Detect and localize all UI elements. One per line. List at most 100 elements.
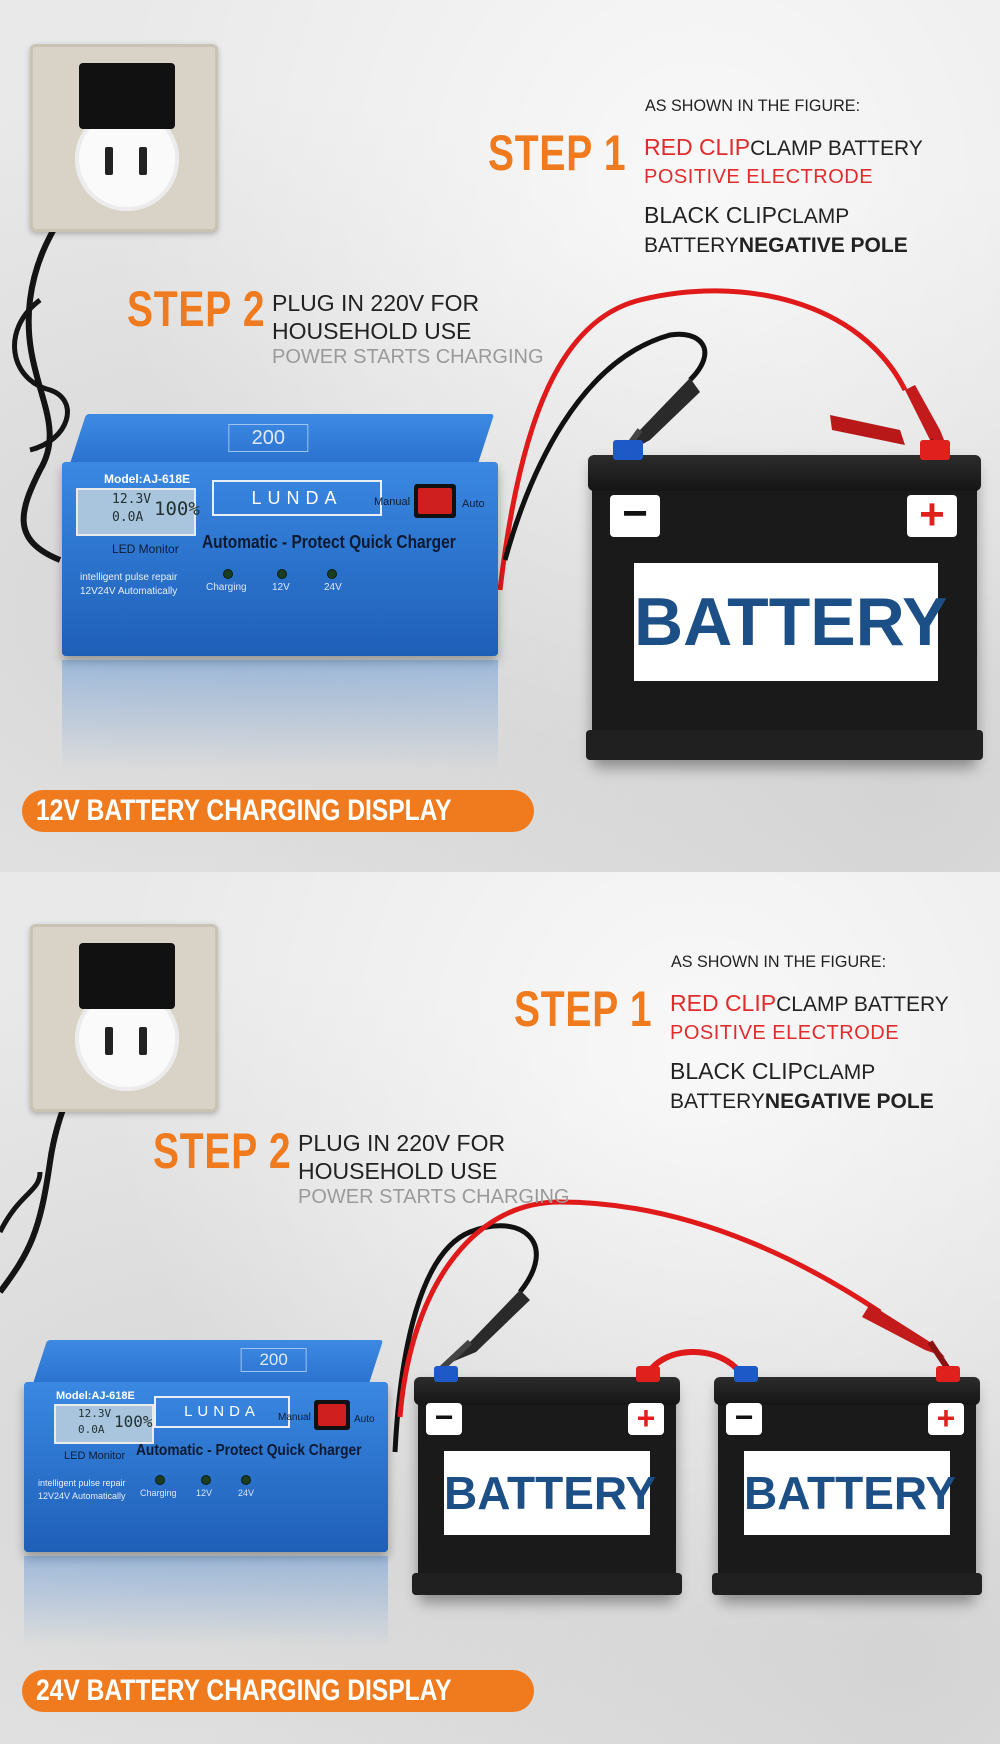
led-12v-icon — [278, 570, 286, 578]
red-cable — [397, 1199, 882, 1418]
charger-top: 200 — [69, 414, 495, 464]
led-24v-icon — [242, 1476, 250, 1484]
banner-24v: 24V BATTERY CHARGING DISPLAY — [22, 1670, 534, 1712]
charger-title: Automatic - Protect Quick Charger — [136, 1442, 362, 1459]
battery-negative-icon: − — [426, 1401, 462, 1435]
step1-red-clip-line: RED CLIPCLAMP BATTERY — [670, 990, 949, 1017]
red-clamp-icon — [862, 1304, 953, 1374]
led-charging-label: Charging — [206, 582, 247, 593]
switch-rocker — [318, 1404, 346, 1426]
battery-base — [412, 1573, 682, 1595]
led-24v-label: 24V — [324, 582, 342, 593]
red-clip-text: RED CLIP — [644, 134, 751, 160]
step1-label: STEP 1 — [514, 981, 653, 1037]
step2-line1: PLUG IN 220V FOR — [272, 290, 480, 316]
lcd-label: LED Monitor — [64, 1450, 126, 1462]
led-12v-label: 12V — [272, 582, 290, 593]
battery-lid — [588, 455, 981, 491]
lcd-label: LED Monitor — [112, 542, 179, 556]
step1-label: STEP 1 — [488, 125, 627, 181]
outlet-slot — [105, 1027, 113, 1055]
charger-lcd: 12.3V 0.0A 100% — [54, 1404, 154, 1444]
negative-terminal — [613, 440, 643, 460]
charger-title: Automatic - Protect Quick Charger — [202, 532, 456, 552]
red-cable — [497, 288, 908, 591]
battery-label: BATTERY — [444, 1451, 656, 1535]
black-clip-line2a: BATTERY — [670, 1090, 765, 1113]
wall-outlet — [30, 924, 218, 1112]
led-charging-label: Charging — [140, 1488, 177, 1498]
battery-lid — [414, 1377, 680, 1405]
battery-base — [586, 730, 983, 760]
charger-front: Model:AJ-618E 12.3V 0.0A 100% LED Monito… — [62, 462, 498, 656]
power-cord-loop — [12, 298, 70, 453]
black-clip-line2b: NEGATIVE POLE — [738, 234, 908, 257]
charger-feature-1: intelligent pulse repair — [80, 572, 178, 583]
black-clip-text: BLACK CLIP — [670, 1058, 803, 1084]
step2-line2: HOUSEHOLD USE — [272, 318, 472, 344]
step1-red-clip-line: RED CLIPCLAMP BATTERY — [644, 134, 923, 161]
figure-note: AS SHOWN IN THE FIGURE: — [645, 96, 861, 115]
banner-text: 12V BATTERY CHARGING DISPLAY — [36, 794, 452, 827]
charger-front: Model:AJ-618E 12.3V 0.0A 100% LED Monito… — [24, 1382, 388, 1552]
charger-feature-2: 12V24V Automatically — [80, 586, 178, 597]
black-cable — [502, 331, 708, 561]
led-12v-icon — [202, 1476, 210, 1484]
charger-unit: 200 Model:AJ-618E 12.3V 0.0A 100% LED Mo… — [24, 1340, 388, 1552]
switch-manual-label: Manual — [374, 496, 411, 508]
outlet-slot — [139, 1027, 147, 1055]
battery-1: − + BATTERY — [412, 1377, 682, 1595]
banner-text: 24V BATTERY CHARGING DISPLAY — [36, 1674, 452, 1707]
power-plug-icon — [79, 63, 175, 129]
black-cable — [392, 1223, 539, 1453]
black-clip-line2b: NEGATIVE POLE — [764, 1090, 934, 1113]
charger-unit: 200 Model:AJ-618E 12.3V 0.0A 100% LED Mo… — [62, 414, 498, 656]
power-cord-loop — [0, 1171, 43, 1234]
battery-2: − + BATTERY — [712, 1377, 982, 1595]
step2-line1: PLUG IN 220V FOR — [298, 1130, 506, 1156]
battery-positive-icon: + — [907, 493, 957, 537]
battery-negative-icon: − — [726, 1401, 762, 1435]
red-clip-rest: CLAMP BATTERY — [750, 137, 923, 160]
positive-terminal — [936, 1366, 960, 1382]
lcd-percent: 100% — [154, 498, 200, 520]
battery-positive-icon: + — [628, 1402, 664, 1435]
switch-auto-label: Auto — [354, 1414, 375, 1425]
panel-12v: AS SHOWN IN THE FIGURE: STEP 1 RED CLIPC… — [0, 0, 1000, 872]
step1-black-clip-line2: BATTERYNEGATIVE POLE — [670, 1090, 934, 1114]
charger-feature-1: intelligent pulse repair — [38, 1478, 126, 1488]
charger-feature-2: 12V24V Automatically — [38, 1491, 126, 1501]
battery-base — [712, 1573, 982, 1595]
charger-reflection — [62, 660, 498, 770]
charger-brand: LUNDA — [154, 1396, 290, 1428]
lcd-voltage: 12.3V — [78, 1407, 112, 1420]
manual-auto-switch[interactable] — [414, 484, 456, 518]
switch-rocker — [418, 488, 452, 514]
negative-terminal — [434, 1366, 458, 1382]
red-clip-target: POSITIVE ELECTRODE — [670, 1022, 900, 1044]
manual-auto-switch[interactable] — [314, 1400, 350, 1430]
battery-positive-icon: + — [928, 1402, 964, 1435]
lcd-percent: 100% — [114, 1412, 153, 1431]
charger-model: Model:AJ-618E — [56, 1390, 135, 1402]
charger-model: Model:AJ-618E — [104, 472, 191, 486]
step2-line3: POWER STARTS CHARGING — [298, 1186, 570, 1208]
charger-reflection — [24, 1556, 388, 1646]
led-12v-label: 12V — [196, 1488, 213, 1498]
positive-terminal — [636, 1366, 660, 1382]
battery-negative-icon: − — [610, 492, 660, 537]
step2-label: STEP 2 — [127, 281, 266, 337]
wall-outlet — [30, 44, 218, 232]
outlet-slot — [139, 147, 147, 175]
figure-note: AS SHOWN IN THE FIGURE: — [671, 952, 887, 971]
red-clip-rest: CLAMP BATTERY — [776, 993, 949, 1016]
lcd-current: 0.0A — [78, 1423, 105, 1436]
step2-line3: POWER STARTS CHARGING — [272, 346, 544, 368]
negative-terminal — [734, 1366, 758, 1382]
charger-top: 200 — [32, 1340, 384, 1384]
red-clip-text: RED CLIP — [670, 990, 777, 1016]
led-charging-icon — [224, 570, 232, 578]
step1-black-clip-line: BLACK CLIPCLAMP — [670, 1058, 875, 1085]
positive-terminal — [920, 440, 950, 460]
red-clip-target: POSITIVE ELECTRODE — [644, 166, 874, 188]
